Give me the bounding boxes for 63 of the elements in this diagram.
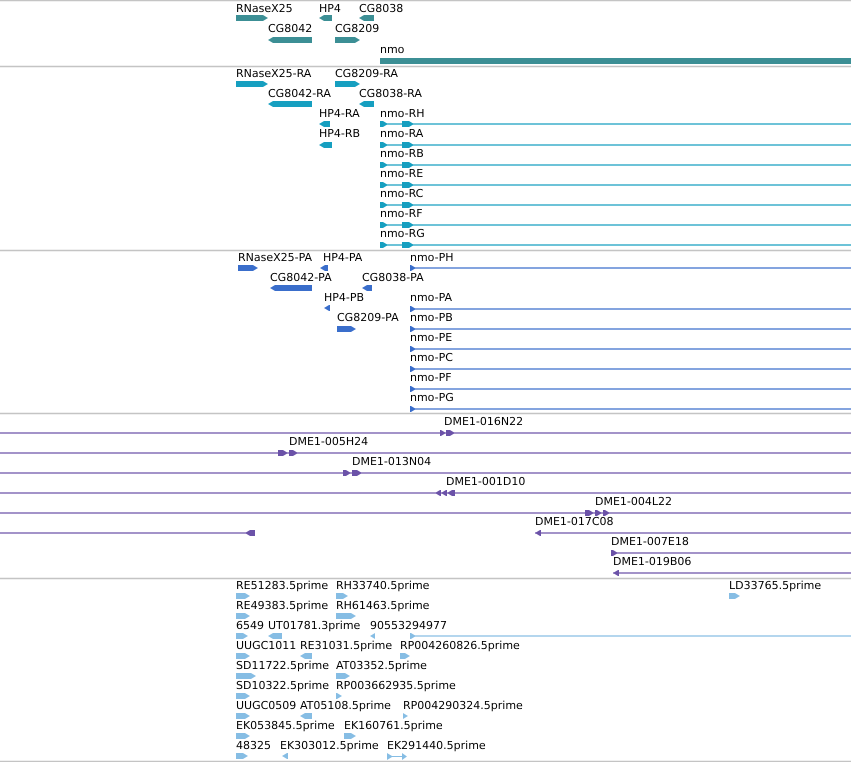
feature-label: CG8209-PA [337,311,399,324]
feature-label: UUGC1011 [236,639,296,652]
feature-label: nmo-PH [410,251,454,264]
feature-label: EK303012.5prime [280,739,379,752]
feature-label: nmo-PC [410,351,453,364]
feature-label: RP004290324.5prime [403,699,523,712]
feature-label: CG8042 [268,22,312,35]
feature-label: RE49383.5prime [236,599,328,612]
feature-label: CG8209-RA [335,67,398,80]
feature-label: 6549 [236,619,264,632]
feature-label: nmo [380,43,404,56]
feature-label: RE51283.5prime [236,579,328,592]
feature-label: HP4-PA [323,251,362,264]
feature-label: DME1-004L22 [595,495,672,508]
feature-label: EK160761.5prime [344,719,443,732]
feature-label: RP003662935.5prime [336,679,456,692]
feature-label: nmo-PA [410,291,452,304]
feature-label: nmo-RG [380,227,425,240]
feature-label: DME1-017C08 [535,515,614,528]
feature-label: nmo-RE [380,167,424,180]
feature-label: nmo-RC [380,187,424,200]
feature-label: 90553294977 [370,619,447,632]
feature-label: DME1-007E18 [611,535,689,548]
feature-label: DME1-013N04 [352,455,432,468]
feature-label: SD10322.5prime [236,679,329,692]
feature-label: nmo-RF [380,207,423,220]
feature-label: nmo-PB [410,311,453,324]
feature-label: HP4-PB [324,291,364,304]
feature-label: RNaseX25-PA [238,251,312,264]
feature-label: RH33740.5prime [336,579,430,592]
feature-label: HP4-RB [319,127,360,140]
feature-label: nmo-RH [380,107,425,120]
feature-label: DME1-001D10 [446,475,526,488]
feature-label: CG8038-RA [359,87,422,100]
feature-label: nmo-PG [410,391,454,404]
feature-label: RNaseX25 [236,2,293,15]
feature-label: RE31031.5prime [300,639,392,652]
feature-label: RNaseX25-RA [236,67,312,80]
feature-label: EK053845.5prime [236,719,335,732]
feature-label: CG8042-RA [268,87,331,100]
feature-label: nmo-PE [410,331,452,344]
feature-label: nmo-RB [380,147,424,160]
feature-label: DME1-019B06 [613,555,692,568]
feature-label: RH61463.5prime [336,599,430,612]
feature-label: AT05108.5prime [300,699,391,712]
feature-label: DME1-005H24 [289,435,368,448]
feature-label: AT03352.5prime [336,659,427,672]
feature-label: HP4 [319,2,341,15]
feature-label: UT01781.3prime [268,619,360,632]
feature-label: RP004260826.5prime [400,639,520,652]
feature-label: CG8038 [359,2,404,15]
feature-label: HP4-RA [319,107,360,120]
feature-label: 48325 [236,739,271,752]
feature-label: CG8209 [335,22,380,35]
feature-label: nmo-PF [410,371,452,384]
feature-label: nmo-RA [380,127,424,140]
feature-label: SD11722.5prime [236,659,329,672]
feature-label: EK291440.5prime [387,739,486,752]
feature-label: CG8042-PA [270,271,332,284]
feature-label: LD33765.5prime [729,579,822,592]
feature-label: DME1-016N22 [444,415,524,428]
feature-label: CG8038-PA [362,271,424,284]
feature-label: UUGC0509 [236,699,296,712]
